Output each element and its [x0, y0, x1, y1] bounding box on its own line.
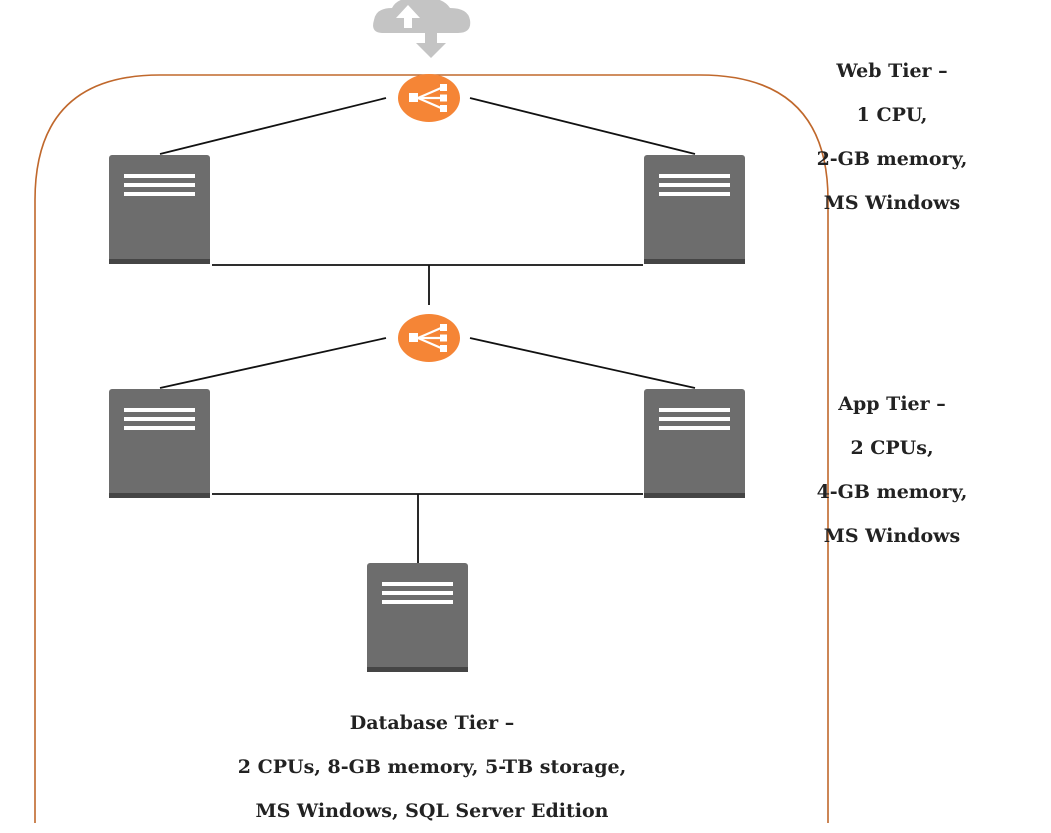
- web-tier-os: MS Windows: [823, 192, 961, 214]
- app-server-right-icon: [644, 389, 745, 498]
- web-tier-title: Web Tier –: [836, 60, 948, 82]
- database-tier-title: Database Tier –: [349, 712, 515, 734]
- app-server-left-icon: [109, 389, 210, 498]
- app-tier-cpu: 2 CPUs,: [850, 437, 934, 459]
- database-tier-specs: 2 CPUs, 8-GB memory, 5-TB storage,: [237, 756, 627, 778]
- app-tier-memory: 4-GB memory,: [816, 481, 968, 503]
- web-load-balancer-icon: [398, 74, 460, 122]
- web-server-left-icon: [109, 155, 210, 264]
- connection-lines: [159, 97, 696, 563]
- web-server-right-icon: [644, 155, 745, 264]
- app-tier-os: MS Windows: [823, 525, 961, 547]
- web-tier-memory: 2-GB memory,: [816, 148, 968, 170]
- database-tier-label: Database Tier – 2 CPUs, 8-GB memory, 5-T…: [232, 701, 632, 833]
- database-tier-software: MS Windows, SQL Server Edition: [255, 800, 609, 822]
- web-tier-label: Web Tier – 1 CPU, 2-GB memory, MS Window…: [812, 49, 972, 225]
- app-load-balancer-icon: [398, 314, 460, 362]
- cloud-upload-icon: [373, 0, 471, 58]
- web-tier-cpu: 1 CPU,: [856, 104, 928, 126]
- database-server-icon: [367, 563, 468, 672]
- app-tier-title: App Tier –: [838, 393, 946, 415]
- app-tier-label: App Tier – 2 CPUs, 4-GB memory, MS Windo…: [812, 382, 972, 558]
